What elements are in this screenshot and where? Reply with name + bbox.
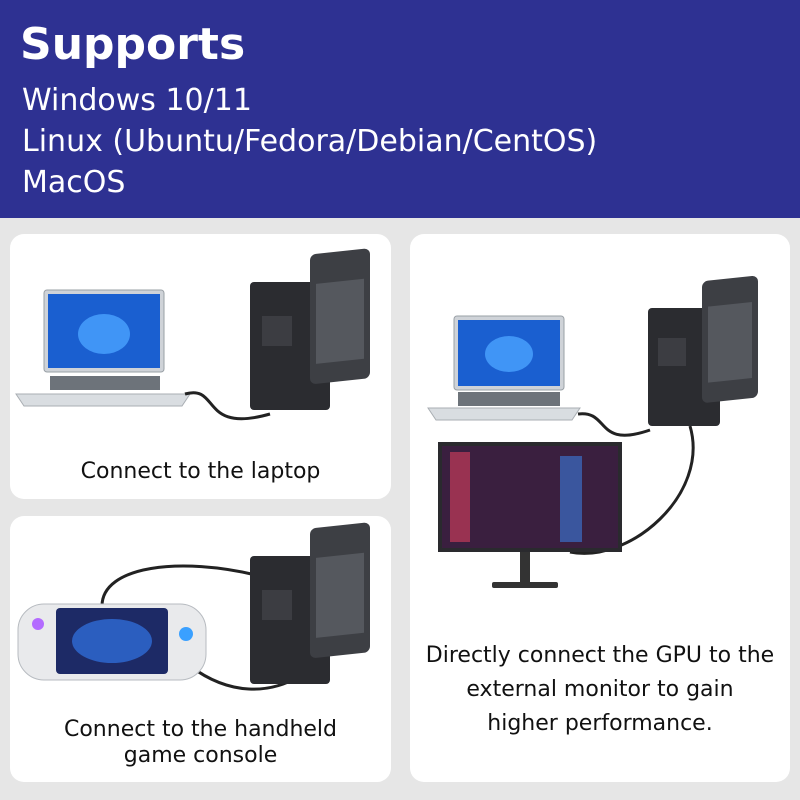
os-macos: MacOS — [22, 165, 126, 200]
egpu-dock-icon — [250, 522, 370, 684]
external-monitor-icon — [438, 442, 622, 588]
laptop-connection-card: Connect to the laptop — [10, 234, 391, 499]
laptop-icon — [15, 289, 191, 407]
usb-cable — [184, 391, 271, 421]
banner-title: Supports — [20, 19, 246, 70]
laptop-icon — [427, 315, 581, 421]
handheld-connection-card: Connect to the handheld game console — [10, 516, 391, 782]
monitor-gpu-illustration — [427, 276, 758, 588]
handheld-console-icon — [17, 603, 207, 681]
usb-cable — [100, 564, 261, 607]
usb-cable — [577, 412, 651, 437]
display-cable — [569, 425, 695, 555]
monitor-caption-line-1: Directly connect the GPU to the — [425, 643, 775, 668]
laptop-gpu-illustration — [15, 248, 370, 421]
handheld-gpu-illustration — [17, 522, 370, 691]
egpu-dock-icon — [648, 276, 758, 426]
handheld-caption-line-2: game console — [123, 743, 278, 768]
supports-banner: Supports Windows 10/11 Linux (Ubuntu/Fed… — [0, 0, 800, 218]
handheld-caption-line-1: Connect to the handheld — [63, 717, 338, 742]
monitor-caption-line-3: higher performance. — [487, 711, 713, 736]
os-windows: Windows 10/11 — [22, 83, 252, 118]
laptop-caption: Connect to the laptop — [80, 459, 321, 484]
os-linux: Linux (Ubuntu/Fedora/Debian/CentOS) — [22, 124, 598, 159]
egpu-dock-icon — [250, 248, 370, 410]
monitor-connection-card: Directly connect the GPU to the external… — [410, 234, 790, 782]
monitor-caption-line-2: external monitor to gain — [466, 677, 734, 702]
